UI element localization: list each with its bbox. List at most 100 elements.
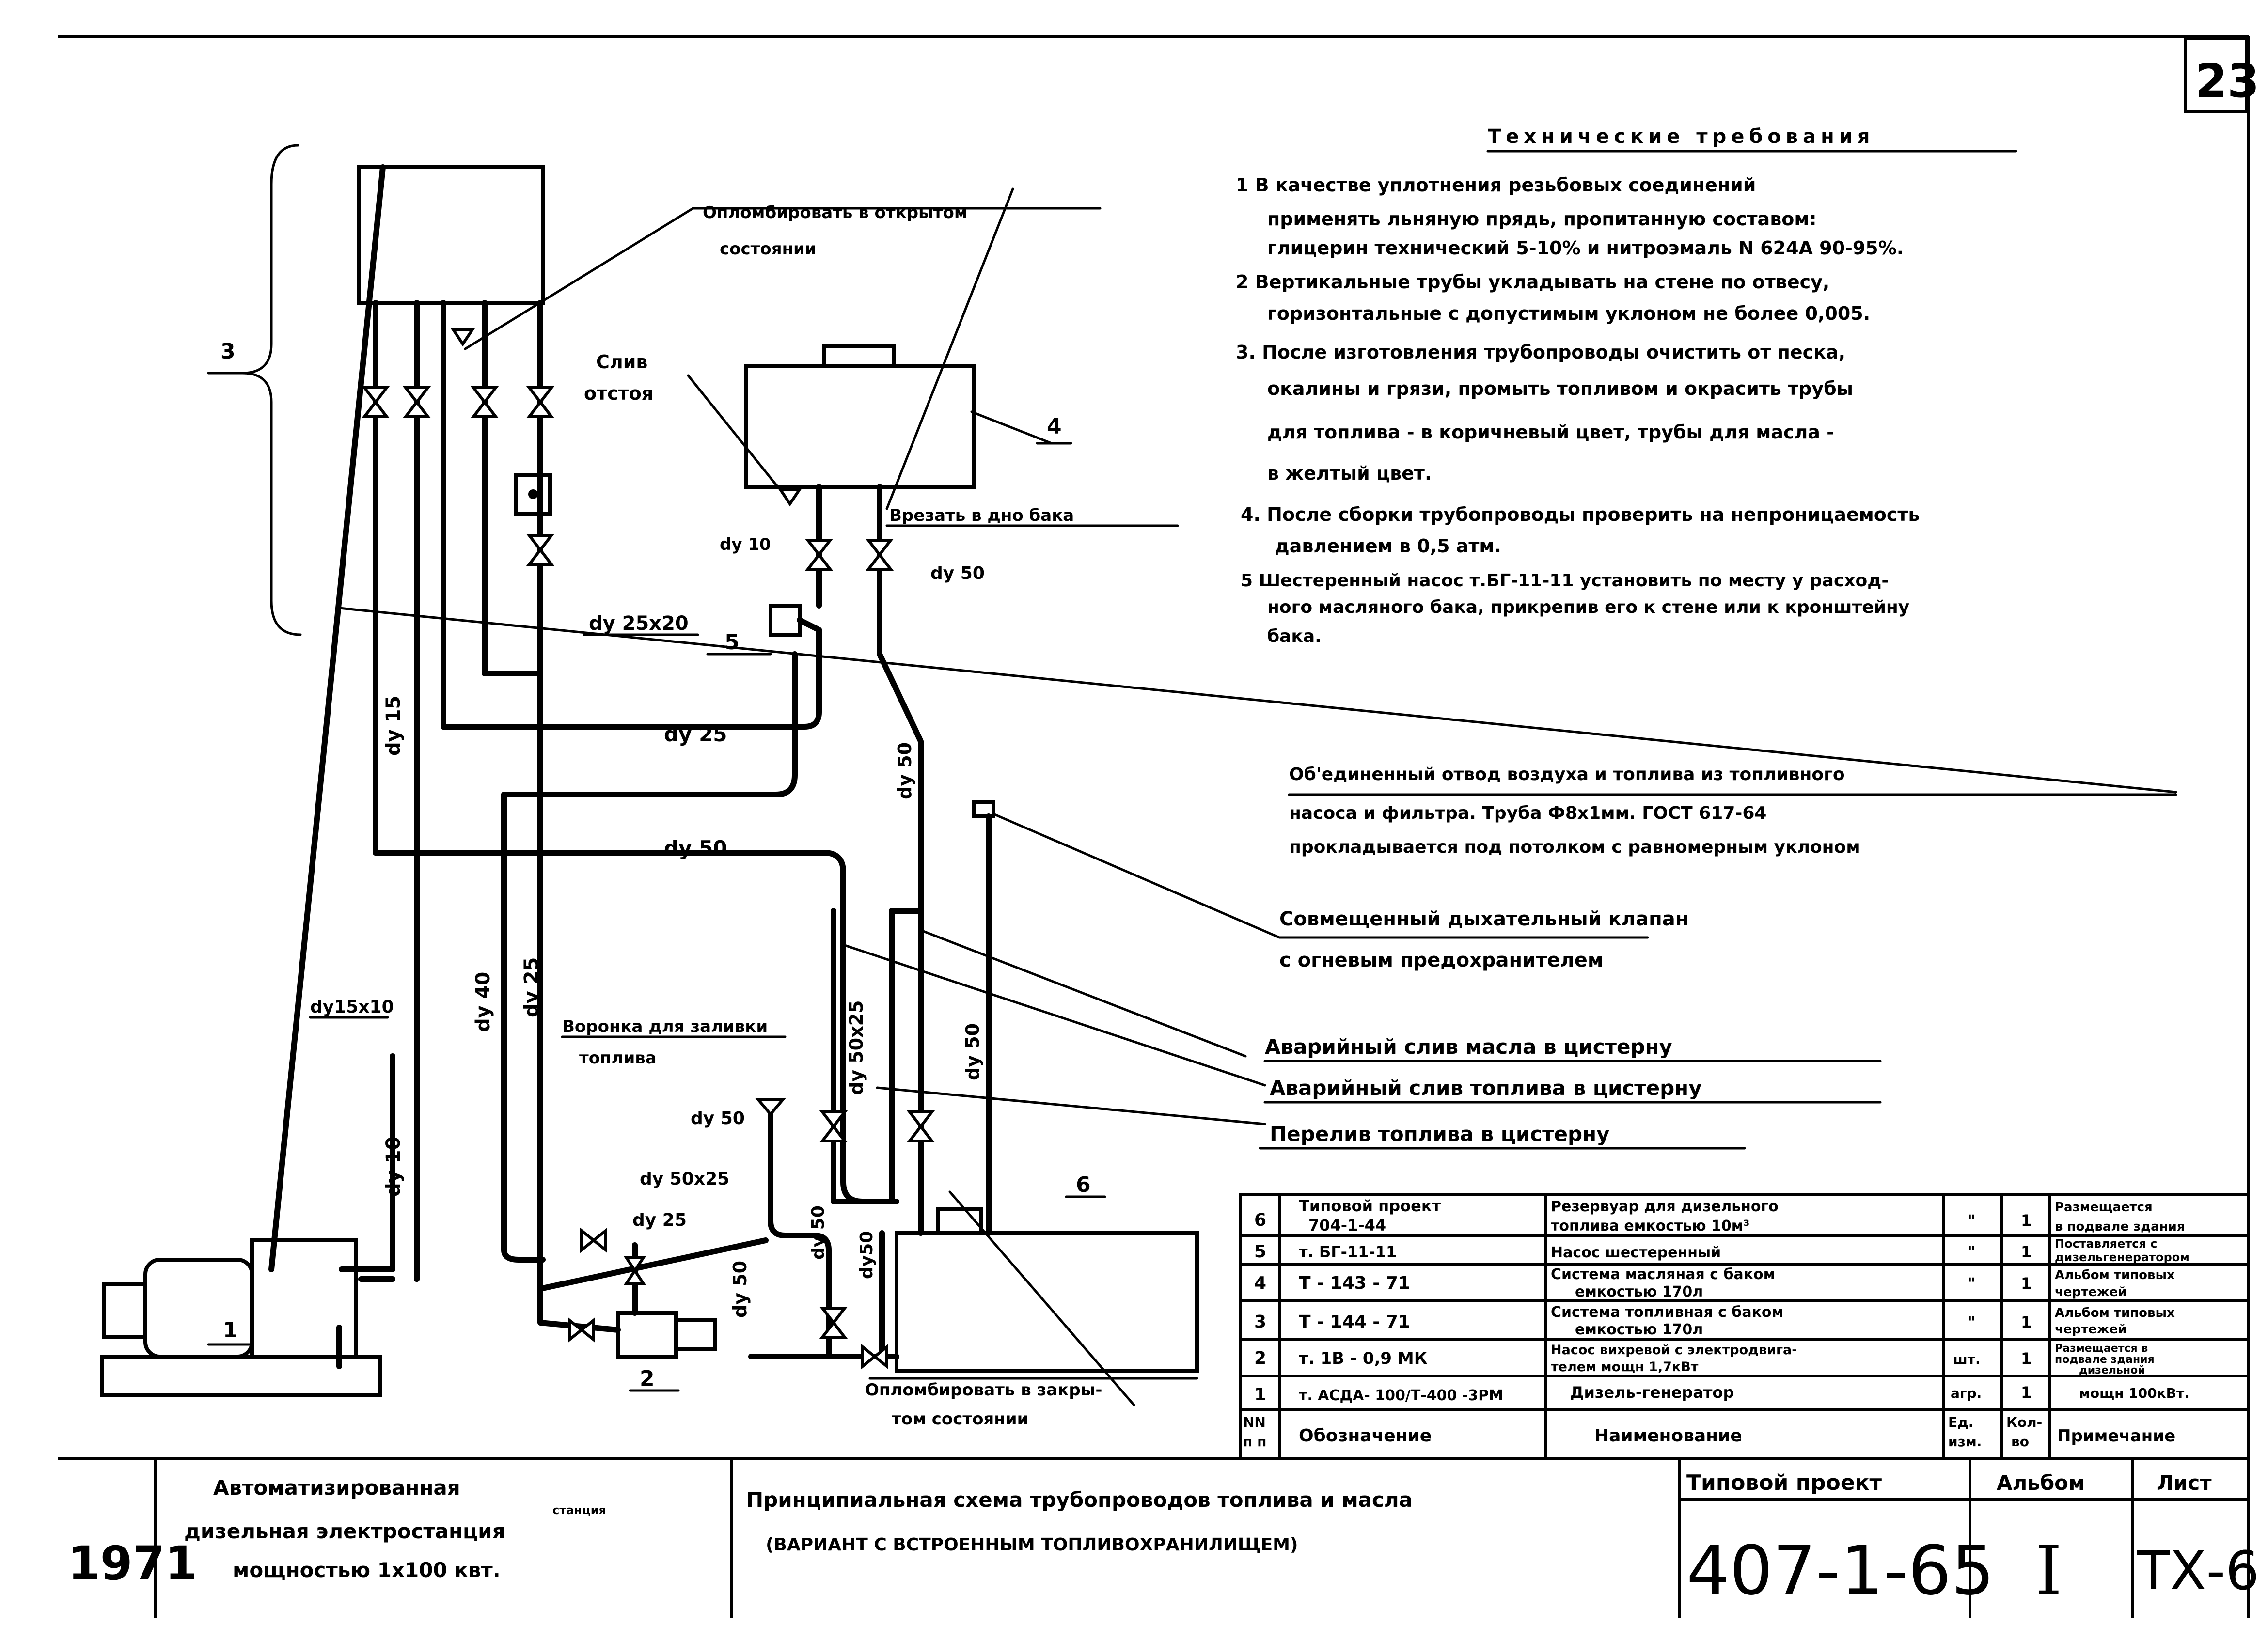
table-cell: т. 1В - 0,9 МК: [1299, 1349, 1428, 1368]
position-markers: 3 4 5 6 1 2: [207, 339, 1106, 1392]
table-cell: 1: [2021, 1313, 2032, 1331]
table-cell: Типовой проект: [1299, 1197, 1441, 1215]
project-label: Типовой проект: [1686, 1470, 1882, 1495]
valve: [580, 1227, 607, 1253]
table-cell: Т - 144 - 71: [1299, 1312, 1410, 1332]
table-header: во: [2011, 1434, 2029, 1450]
table-cell: 1: [2021, 1211, 2032, 1230]
pipe-label: dy 50: [894, 742, 915, 799]
pump-motor: [674, 1318, 717, 1351]
seal-closed-text: том состоянии: [892, 1409, 1028, 1429]
table-cell: мощн 100кВт.: [2079, 1385, 2189, 1401]
funnel: [755, 1098, 786, 1117]
air-vent-text: Об'единенный отвод воздуха и топлива из …: [1289, 765, 1845, 784]
valve: [526, 534, 555, 566]
requirement-line: 5 Шестеренный насос т.БГ-11-11 установит…: [1241, 571, 1889, 591]
requirement-line: горизонтальные с допустимым уклоном не б…: [1267, 303, 1870, 324]
drawing-frame: 23: [58, 35, 2259, 1618]
pipe-label: dy15x10: [310, 997, 394, 1017]
table-cell: 1: [1254, 1385, 1266, 1405]
valve: [526, 386, 555, 418]
pipe-label: dy 25: [632, 1210, 687, 1230]
requirement-line: глицерин технический 5-10% и нитроэмаль …: [1267, 237, 1904, 259]
table-cell: Система топливная с баком: [1551, 1304, 1783, 1321]
position-marker: 6: [1076, 1172, 1091, 1197]
table-cell: телем мощн 1,7кВт: [1551, 1359, 1699, 1375]
drain-sediment-text: Слив: [596, 351, 647, 373]
pipe-label: dy 50: [691, 1109, 745, 1128]
table-cell: 3: [1254, 1312, 1266, 1332]
valves: [361, 328, 935, 1370]
table-cell: Поставляется с: [2055, 1237, 2158, 1250]
requirement-line: 4. После сборки трубопроводы проверить н…: [1241, 504, 1920, 525]
pipe-label: dy 50: [729, 1261, 751, 1318]
fuel-filter: [514, 473, 552, 516]
requirement-line: 3. После изготовления трубопроводы очист…: [1236, 342, 1845, 363]
technical-requirements: Технические требования 1 В качестве упло…: [1236, 125, 2017, 646]
valve: [865, 539, 894, 571]
sheet-number-box: [2184, 37, 2248, 113]
fuel-reservoir-hatch: [936, 1207, 983, 1235]
table-cell: емкостью 170л: [1575, 1283, 1703, 1300]
parts-table: 6 Типовой проект 704-1-44 Резервуар для …: [1239, 1193, 2250, 1460]
seal-open-text: Опломбировать в открытом: [703, 203, 968, 222]
position-marker: 5: [724, 630, 740, 655]
generator-end: [102, 1282, 147, 1339]
valve: [861, 1344, 888, 1370]
table-cell: дизельной: [2079, 1364, 2145, 1376]
pipe-label: dy 50x25: [846, 1000, 867, 1095]
sheet-number: 23: [2195, 55, 2259, 108]
pipe-label: dy 25x20: [589, 612, 689, 635]
sheet-label: Лист: [2157, 1471, 2212, 1495]
gear-pump: [769, 604, 802, 637]
cut-into-tank-text: Врезать в дно бака: [889, 506, 1074, 525]
filter-dot: [528, 489, 538, 499]
seal-closed-text: Опломбировать в закры-: [865, 1380, 1102, 1400]
pipe-size-labels: dy 25 dy 50 dy 25x20 dy15x10 dy 10 dy 50…: [309, 535, 985, 1318]
table-cell: ": [1968, 1313, 1976, 1331]
table-header: п п: [1243, 1434, 1266, 1450]
table-cell: 1: [2021, 1274, 2032, 1293]
table-cell: т. АСДА- 100/Т-400 -3РМ: [1299, 1387, 1503, 1404]
seal-open-text: состоянии: [720, 239, 817, 259]
table-header: NN: [1243, 1414, 1266, 1430]
pipelines: [207, 144, 2177, 1406]
table-cell: 6: [1254, 1210, 1266, 1230]
table-header: изм.: [1948, 1434, 1982, 1450]
table-cell: Альбом типовых: [2055, 1306, 2175, 1320]
requirement-line: бака.: [1267, 626, 1322, 646]
project-name-line: Автоматизированная: [213, 1476, 460, 1500]
project-name-line: мощностью 1х100 квт.: [233, 1558, 501, 1582]
table-cell: агр.: [1951, 1385, 1982, 1401]
table-cell: Дизель-генератор: [1570, 1383, 1734, 1402]
valve: [361, 386, 390, 418]
project-number: 407-1-65: [1686, 1531, 1994, 1610]
table-cell: топлива емкостью 10м³: [1551, 1218, 1749, 1234]
project-name-line: станция: [552, 1503, 606, 1517]
table-cell: Размещается в: [2055, 1343, 2148, 1355]
table-cell: емкостью 170л: [1575, 1321, 1703, 1338]
table-cell: ": [1968, 1274, 1976, 1293]
album-label: Альбом: [1997, 1471, 2085, 1495]
vortex-pump: [616, 1311, 678, 1359]
table-cell: шт.: [1953, 1351, 1981, 1367]
overflow-text: Перелив топлива в цистерну: [1270, 1122, 1609, 1146]
album-number: I: [2035, 1531, 2062, 1610]
table-cell: 1: [2021, 1243, 2032, 1261]
valve: [804, 539, 834, 571]
breather-text: с огневым предохранителем: [1279, 949, 1604, 971]
funnel-text: Воронка для заливки: [562, 1017, 768, 1036]
table-cell: Резервуар для дизельного: [1551, 1198, 1779, 1215]
table-cell: Размещается: [2055, 1200, 2153, 1215]
table-header: Примечание: [2057, 1426, 2175, 1446]
table-cell: 1: [2021, 1383, 2032, 1402]
valve: [470, 386, 499, 418]
pipe-label: dy 50: [808, 1205, 828, 1260]
table-cell: 4: [1254, 1273, 1266, 1293]
requirement-line: для топлива - в коричневый цвет, трубы д…: [1267, 422, 1834, 443]
pipe-label: dy 15: [382, 696, 405, 756]
requirement-line: 1 В качестве уплотнения резьбовых соедин…: [1236, 174, 1756, 196]
requirement-line: ного масляного бака, прикрепив его к сте…: [1267, 597, 1909, 617]
table-header: Наименование: [1594, 1426, 1742, 1446]
